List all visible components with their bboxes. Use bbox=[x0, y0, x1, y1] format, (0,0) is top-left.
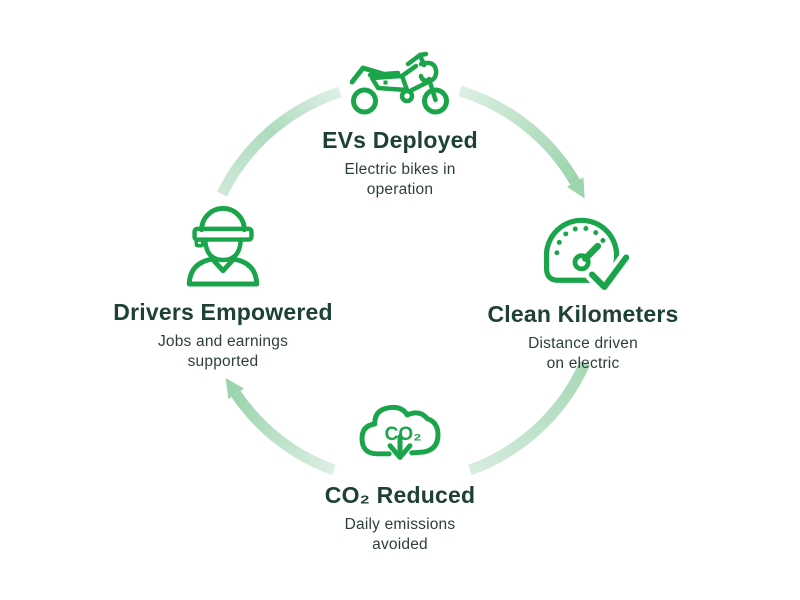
arrowhead-top-right-icon bbox=[567, 177, 585, 199]
node-subtitle: Daily emissions avoided bbox=[344, 516, 456, 553]
node-title: EVs Deployed bbox=[322, 127, 478, 153]
node-evs-deployed: EVs Deployed Electric bikes in operation bbox=[270, 50, 530, 199]
speedometer-check-icon bbox=[543, 217, 629, 290]
cycle-arc-top-right bbox=[458, 85, 580, 185]
node-title: Clean Kilometers bbox=[487, 301, 679, 327]
node-title: CO₂ Reduced bbox=[324, 482, 476, 508]
node-subtitle: Distance driven on electric bbox=[528, 335, 638, 372]
node-title: Drivers Empowered bbox=[113, 299, 333, 325]
node-drivers-empowered: Drivers Empowered Jobs and earnings supp… bbox=[93, 200, 353, 371]
motorcycle-icon bbox=[350, 51, 449, 115]
cycle-arc-bottom-left bbox=[231, 390, 336, 476]
co2-text: CO₂ bbox=[385, 424, 422, 445]
driver-helmet-icon bbox=[186, 206, 260, 287]
node-co2-reduced: CO₂ CO₂ Reduced Daily emissions avoided bbox=[280, 386, 520, 554]
node-subtitle: Jobs and earnings supported bbox=[157, 333, 289, 370]
node-subtitle: Electric bikes in operation bbox=[344, 161, 456, 198]
co2-cloud-down-arrow-icon: CO₂ bbox=[359, 404, 441, 460]
cycle-arc-top-left bbox=[217, 86, 342, 197]
node-clean-kilometers: Clean Kilometers Distance driven on elec… bbox=[473, 208, 693, 373]
cycle-arc-bottom-right bbox=[468, 360, 591, 476]
arrowhead-bottom-left-icon bbox=[225, 378, 245, 400]
